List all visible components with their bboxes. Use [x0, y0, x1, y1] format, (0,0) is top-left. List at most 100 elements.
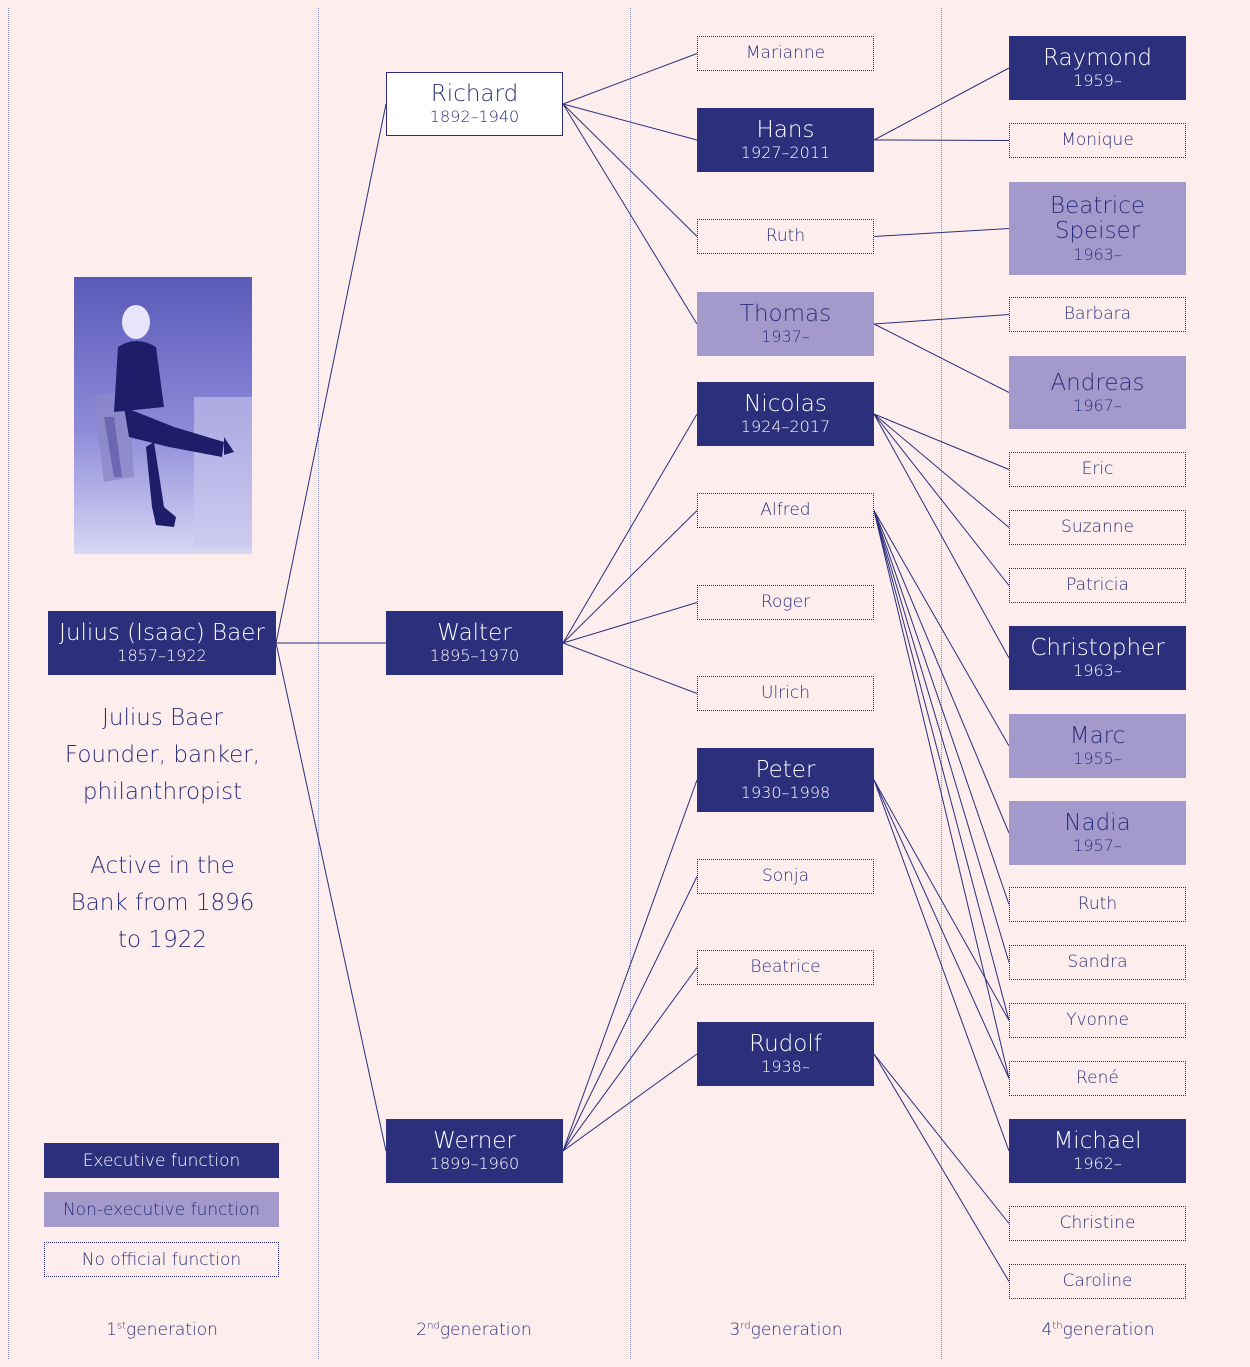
- edge-ruth3-beatrice4: [873, 228, 1010, 237]
- person-name: Patricia: [1066, 575, 1129, 596]
- person-node-marianne: Marianne: [697, 36, 874, 71]
- person-name: René: [1076, 1068, 1119, 1089]
- legend-executive: Executive function: [44, 1143, 279, 1178]
- column-divider: [318, 8, 319, 1359]
- generation-label-2: 2ndgeneration: [416, 1320, 532, 1340]
- person-node-ruth4: Ruth: [1009, 887, 1186, 922]
- caption-line: Bank from 1896: [70, 890, 255, 916]
- person-name: Thomas: [739, 301, 832, 328]
- edge-nicolas-suzanne: [873, 413, 1010, 528]
- person-name: Caroline: [1062, 1271, 1133, 1292]
- person-years: 1963–: [1073, 244, 1122, 264]
- person-name: Eric: [1081, 459, 1114, 480]
- edge-walter-nicolas: [562, 413, 698, 644]
- edge-nicolas-patricia: [873, 413, 1010, 586]
- person-years: 1962–: [1073, 1154, 1122, 1174]
- person-name: Sonja: [761, 866, 810, 887]
- caption-line: to 1922: [118, 927, 207, 953]
- legend-no-function: No official function: [44, 1242, 279, 1277]
- person-name: Marianne: [745, 43, 826, 64]
- generation-label-1: 1stgeneration: [106, 1320, 218, 1340]
- edge-alfred-rene: [873, 510, 1010, 1079]
- edge-rudolf-christine: [873, 1053, 1010, 1224]
- edge-werner-sonja: [562, 876, 698, 1152]
- person-name: Ruth: [765, 226, 806, 247]
- person-node-patricia: Patricia: [1009, 568, 1186, 603]
- person-node-christine: Christine: [1009, 1206, 1186, 1241]
- person-node-suzanne: Suzanne: [1009, 510, 1186, 545]
- person-name: Speiser: [1054, 218, 1141, 245]
- edge-alfred-nadia: [873, 510, 1010, 834]
- person-name: Suzanne: [1061, 517, 1134, 538]
- edge-walter-ulrich: [562, 642, 698, 694]
- edge-walter-roger: [562, 602, 698, 644]
- generation-label-3: 3rdgeneration: [729, 1320, 843, 1340]
- edge-peter-rene: [873, 779, 1010, 1079]
- caption-line: Active in the: [90, 853, 235, 879]
- person-name: Peter: [755, 757, 816, 784]
- person-name: Yvonne: [1066, 1010, 1129, 1031]
- edge-julius-richard: [275, 103, 387, 644]
- person-name: Alfred: [760, 500, 811, 521]
- person-years: 1938–: [761, 1057, 810, 1077]
- caption-line: Julius Baer: [102, 705, 223, 731]
- edge-werner-rudolf: [562, 1053, 698, 1152]
- person-node-beatrice3: Beatrice: [697, 950, 874, 985]
- person-name: Andreas: [1050, 369, 1145, 396]
- edge-richard-ruth3: [562, 103, 698, 237]
- column-divider: [630, 8, 631, 1359]
- person-name: Ulrich: [761, 683, 810, 704]
- edge-thomas-andreas: [873, 323, 1010, 393]
- person-name: Sandra: [1067, 952, 1128, 973]
- edge-julius-werner: [275, 642, 387, 1152]
- edge-rudolf-caroline: [873, 1053, 1010, 1282]
- legend-non-executive: Non-executive function: [44, 1192, 279, 1227]
- edge-alfred-ruth4: [873, 510, 1010, 905]
- person-years: 1892–1940: [429, 107, 520, 127]
- edge-peter-michael: [873, 779, 1010, 1152]
- person-name: Rudolf: [749, 1031, 822, 1058]
- person-years: 1959–: [1073, 71, 1122, 91]
- person-years: 1955–: [1073, 749, 1122, 769]
- person-years: 1899–1960: [429, 1154, 520, 1174]
- person-name: Hans: [756, 117, 815, 144]
- edge-hans-monique: [873, 139, 1010, 141]
- generation-label-4: 4thgeneration: [1041, 1320, 1155, 1340]
- person-name: Michael: [1053, 1128, 1142, 1155]
- person-node-barbara: Barbara: [1009, 297, 1186, 332]
- person-node-eric: Eric: [1009, 452, 1186, 487]
- person-node-sandra: Sandra: [1009, 945, 1186, 980]
- person-years: 1924–2017: [740, 417, 831, 437]
- person-years: 1967–: [1073, 395, 1122, 415]
- person-name: Werner: [433, 1128, 516, 1155]
- person-years: 1957–: [1073, 836, 1122, 856]
- edge-werner-beatrice3: [562, 967, 698, 1152]
- person-node-caroline: Caroline: [1009, 1264, 1186, 1299]
- edge-walter-alfred: [562, 510, 698, 644]
- edge-richard-hans: [562, 103, 698, 141]
- column-divider: [8, 8, 9, 1359]
- edge-richard-thomas: [562, 103, 698, 325]
- person-name: Ruth: [1077, 894, 1118, 915]
- person-name: Walter: [437, 620, 512, 647]
- person-name: Christine: [1059, 1213, 1136, 1234]
- person-name: Richard: [430, 81, 519, 108]
- person-name: Raymond: [1043, 45, 1152, 72]
- person-node-yvonne: Yvonne: [1009, 1003, 1186, 1038]
- person-name: Julius (Isaac) Baer: [59, 620, 265, 647]
- edge-thomas-barbara: [873, 314, 1010, 325]
- person-years: 1927–2011: [740, 143, 831, 163]
